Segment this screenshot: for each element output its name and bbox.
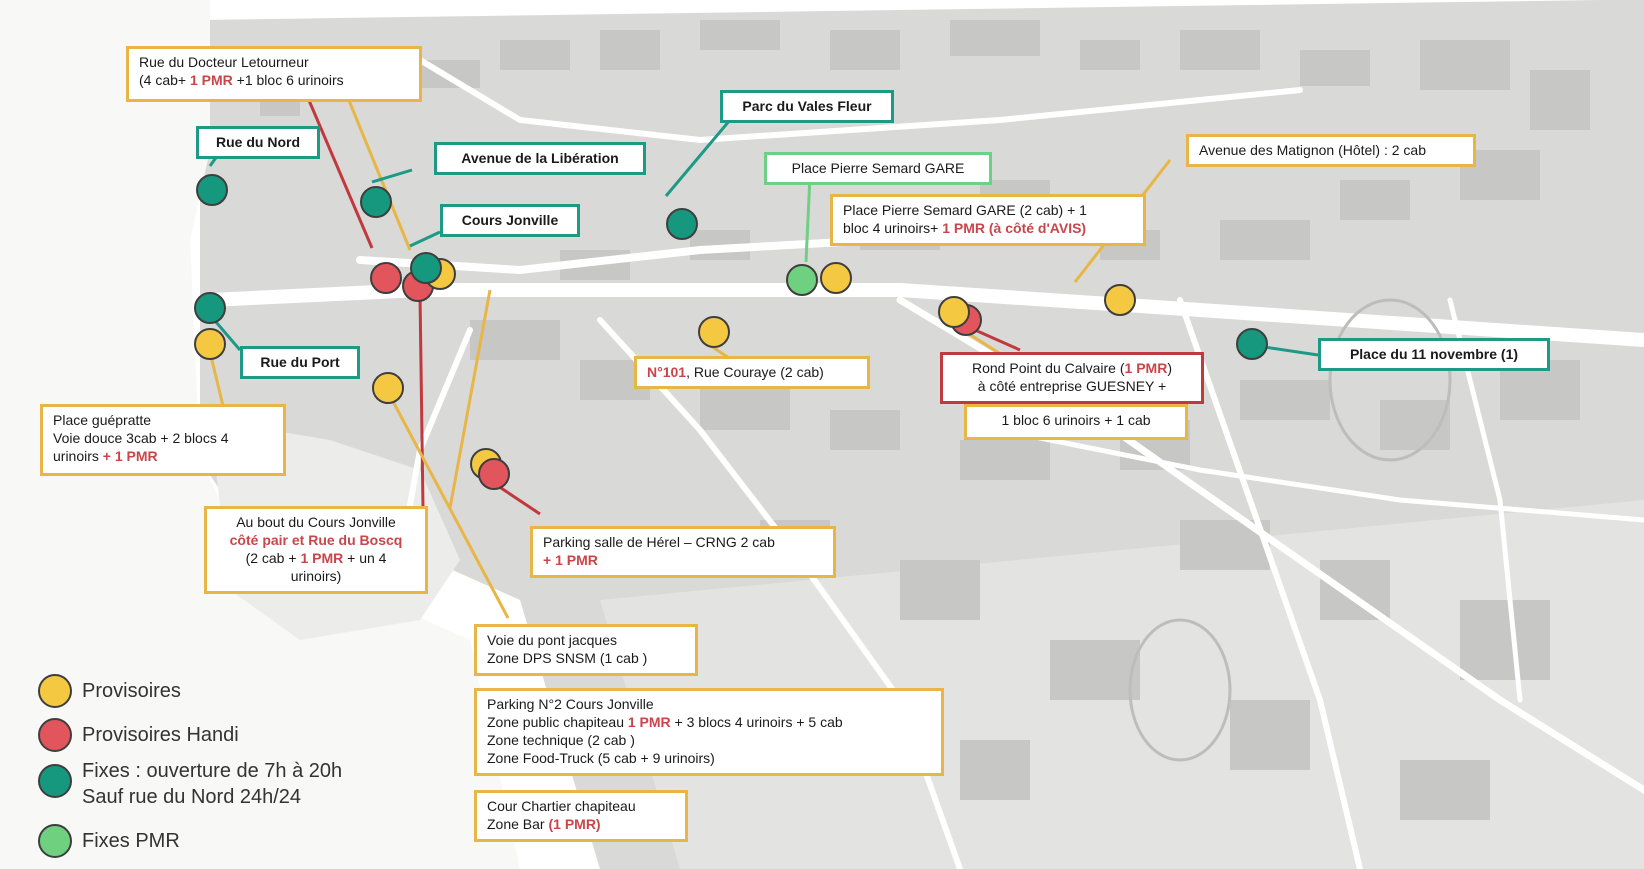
label-parc-du-vales-fleur: Parc du Vales Fleur <box>720 90 894 123</box>
red-dot-icon <box>38 718 72 752</box>
label-avenue-de-la-liberation: Avenue de la Libération <box>434 142 646 175</box>
marker-place-semard-pmr[interactable] <box>786 264 818 296</box>
label-parking-n2-cours-jonville: Parking N°2 Cours Jonville Zone public c… <box>474 688 944 776</box>
marker-place-11-novembre[interactable] <box>1236 328 1268 360</box>
teal-dot-icon <box>38 764 72 798</box>
yellow-dot-icon <box>38 674 72 708</box>
marker-rue-couraye[interactable] <box>698 316 730 348</box>
label-rue-couraye: N°101, Rue Couraye (2 cab) <box>634 356 870 389</box>
marker-rue-nord[interactable] <box>196 174 228 206</box>
label-rue-du-nord: Rue du Nord <box>196 126 320 159</box>
marker-avenue-matignon[interactable] <box>1104 284 1136 316</box>
label-rond-point-du-calvaire: Rond Point du Calvaire (1 PMR) à côté en… <box>940 352 1204 404</box>
marker-parc-vales[interactable] <box>666 208 698 240</box>
marker-rue-port[interactable] <box>194 292 226 324</box>
marker-voie-pont[interactable] <box>372 372 404 404</box>
marker-cours-jonville[interactable] <box>410 252 442 284</box>
label-avenue-des-matignon: Avenue des Matignon (Hôtel) : 2 cab <box>1186 134 1476 167</box>
marker-avenue-liberation[interactable] <box>360 186 392 218</box>
label-au-bout-du-cours-jonville: Au bout du Cours Jonville côté pair et R… <box>204 506 428 594</box>
marker-parking-herel-handi[interactable] <box>478 458 510 490</box>
label-place-pierre-semard-fixe-pmr: Place Pierre Semard GARE <box>764 152 992 185</box>
label-parking-salle-de-herel: Parking salle de Hérel – CRNG 2 cab + 1 … <box>530 526 836 578</box>
label-voie-du-pont-jacques: Voie du pont jacques Zone DPS SNSM (1 ca… <box>474 624 698 676</box>
marker-rue-docteur-handi[interactable] <box>370 262 402 294</box>
green-dot-icon <box>38 824 72 858</box>
label-rue-du-port: Rue du Port <box>240 346 360 379</box>
marker-rond-point[interactable] <box>938 296 970 328</box>
marker-place-guepratte[interactable] <box>194 328 226 360</box>
label-place-du-11-novembre: Place du 11 novembre (1) <box>1318 338 1550 371</box>
label-rond-point-bloc: 1 bloc 6 urinoirs + 1 cab <box>964 404 1188 440</box>
label-place-guepratte: Place guépratte Voie douce 3cab + 2 bloc… <box>40 404 286 476</box>
label-place-pierre-semard-provisoire: Place Pierre Semard GARE (2 cab) + 1 blo… <box>830 194 1146 246</box>
label-rue-docteur-letourneur: Rue du Docteur Letourneur (4 cab+ 1 PMR … <box>126 46 422 102</box>
label-cour-chartier-chapiteau: Cour Chartier chapiteau Zone Bar (1 PMR) <box>474 790 688 842</box>
label-cours-jonville: Cours Jonville <box>440 204 580 237</box>
marker-place-semard[interactable] <box>820 262 852 294</box>
